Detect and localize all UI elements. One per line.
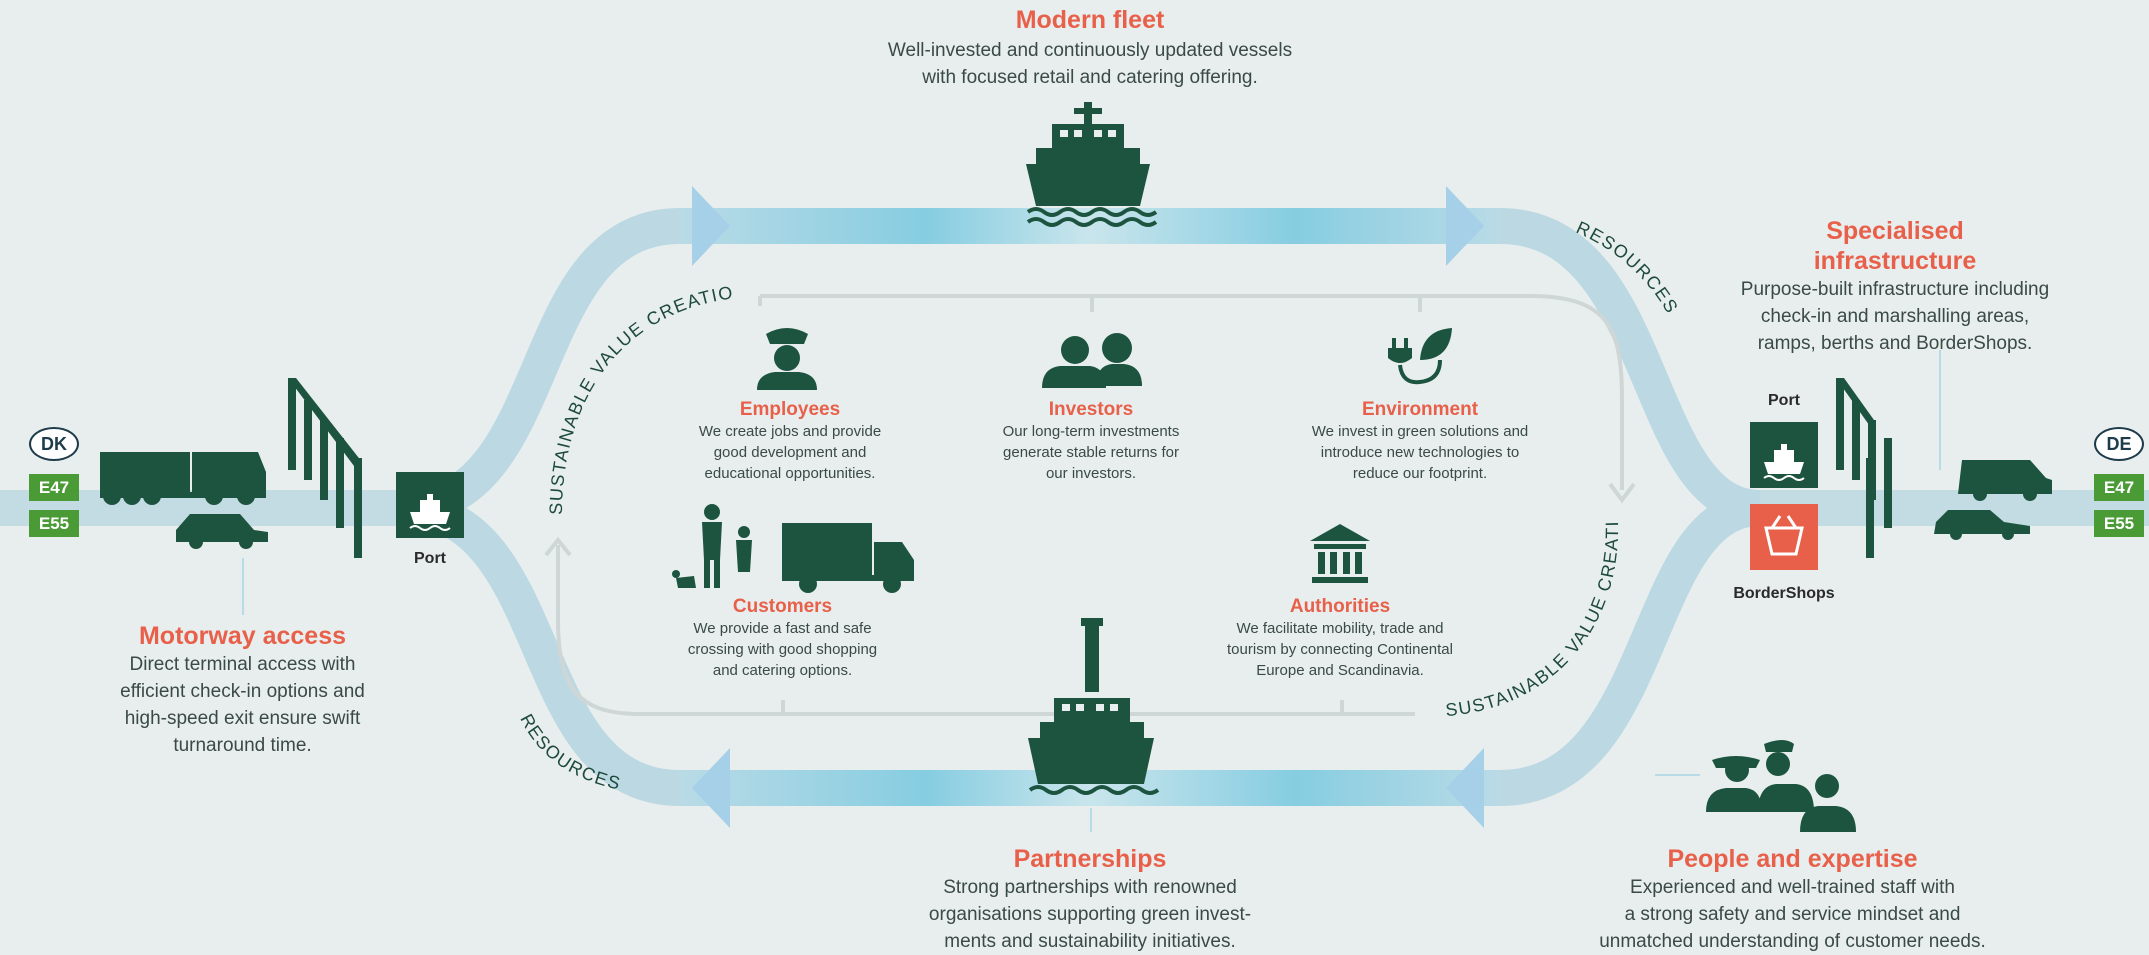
specialised-title-2: infrastructure	[1813, 247, 1977, 275]
environment-block: Environment We invest in green solutions…	[1270, 399, 1570, 484]
investors-desc-1: Our long-term investments	[1002, 423, 1180, 440]
road-tag-e55-right: E55	[2094, 510, 2144, 537]
barrier-gate-icon	[288, 378, 362, 558]
port-ship-icon	[1750, 422, 1818, 488]
customers-block: Customers We provide a fast and safe cro…	[655, 596, 910, 681]
plug-leaf-icon	[1388, 328, 1452, 385]
ship-icon	[1026, 102, 1158, 227]
partnerships-block: Partnerships Strong partnerships with re…	[870, 845, 1310, 955]
environment-desc-3: reduce our footprint.	[1352, 465, 1488, 482]
authorities-desc-3: Europe and Scandinavia.	[1256, 662, 1424, 679]
specialised-infrastructure-block: Specialised infrastructure Purpose-built…	[1700, 216, 2090, 357]
employees-title: Employees	[739, 399, 841, 420]
inner-cycle-arrow-up	[544, 536, 572, 557]
port-label-right: Port	[1768, 392, 1800, 409]
motorway-title: Motorway access	[138, 622, 347, 650]
investors-desc-3: our investors.	[1045, 465, 1137, 482]
flow-arrow	[1446, 748, 1484, 828]
modern-fleet-title: Modern fleet	[1015, 6, 1165, 34]
partnerships-desc-3: ments and sustainability initiatives.	[944, 931, 1236, 952]
employees-desc-2: good development and	[713, 444, 867, 461]
motorway-desc-4: turnaround time.	[173, 735, 312, 756]
specialised-desc-2: check-in and marshalling areas,	[1760, 306, 2030, 327]
shopping-basket-icon	[1750, 504, 1818, 570]
inner-cycle-arrow-down	[1608, 482, 1636, 504]
specialised-desc-3: ramps, berths and BorderShops.	[1757, 333, 2033, 354]
partnerships-desc-1: Strong partnerships with renowned	[943, 877, 1237, 898]
investors-title: Investors	[1048, 399, 1134, 420]
authorities-desc-1: We facilitate mobility, trade and	[1236, 620, 1444, 637]
country-badge-de: DE	[2094, 427, 2144, 461]
van-icon	[1958, 460, 2052, 501]
employees-desc-1: We create jobs and provide	[698, 423, 882, 440]
flow-arrow	[1446, 186, 1484, 266]
family-icon	[672, 504, 752, 588]
port-ship-icon	[396, 472, 464, 538]
investors-desc-2: generate stable returns for	[1003, 444, 1179, 461]
investors-block: Investors Our long-term investments gene…	[960, 399, 1222, 484]
customers-desc-3: and catering options.	[712, 662, 853, 679]
people-desc-1: Experienced and well-trained staff with	[1630, 877, 1955, 898]
employees-block: Employees We create jobs and provide goo…	[665, 399, 915, 484]
people-desc-2: a strong safety and service mindset and	[1624, 904, 1961, 925]
inner-cycle-top	[760, 294, 1624, 490]
authorities-block: Authorities We facilitate mobility, trad…	[1190, 596, 1490, 681]
road-tag-e55-left: E55	[29, 510, 79, 537]
car-icon	[176, 514, 268, 549]
people-expertise-block: People and expertise Experienced and wel…	[1545, 845, 2040, 955]
customers-desc-1: We provide a fast and safe	[693, 620, 872, 637]
employees-desc-3: educational opportunities.	[704, 465, 876, 482]
specialised-title-1: Specialised	[1826, 217, 1964, 245]
people-title: People and expertise	[1667, 845, 1918, 873]
inner-cycle-bottom	[556, 545, 1415, 716]
specialised-desc-1: Purpose-built infrastructure including	[1740, 279, 2050, 300]
road-tag-e47-right: E47	[2094, 474, 2144, 501]
modern-fleet-block: Modern fleet Well-invested and continuou…	[860, 6, 1320, 91]
authorities-title: Authorities	[1289, 596, 1391, 617]
flow-arrow	[692, 748, 730, 828]
truck-icon	[782, 523, 914, 593]
environment-desc-1: We invest in green solutions and	[1311, 423, 1529, 440]
partnerships-title: Partnerships	[1013, 845, 1167, 873]
modern-fleet-desc-1: Well-invested and continuously updated v…	[887, 40, 1293, 61]
lorry-icon	[100, 452, 266, 505]
motorway-desc-2: efficient check-in options and	[120, 681, 365, 702]
car-icon	[1934, 510, 2030, 540]
bordershops-label: BorderShops	[1733, 585, 1835, 602]
road-tag-e47-left: E47	[29, 474, 79, 501]
ship-icon	[1028, 618, 1160, 795]
motorway-access-block: Motorway access Direct terminal access w…	[80, 622, 405, 759]
environment-title: Environment	[1361, 399, 1479, 420]
authorities-desc-2: tourism by connecting Continental	[1227, 641, 1453, 658]
country-badge-dk: DK	[29, 427, 79, 461]
customers-desc-2: crossing with good shopping	[687, 641, 878, 658]
motorway-desc-3: high-speed exit ensure swift	[124, 708, 361, 729]
flow-arrow	[692, 186, 730, 266]
staff-group-icon	[1706, 740, 1856, 832]
port-label-left: Port	[414, 550, 446, 567]
modern-fleet-desc-2: with focused retail and catering offerin…	[922, 67, 1258, 88]
barrier-gate-icon	[1836, 378, 1892, 558]
people-desc-3: unmatched understanding of customer need…	[1599, 931, 1986, 952]
customers-title: Customers	[732, 596, 833, 617]
employee-icon	[757, 328, 817, 390]
investors-icon	[1042, 333, 1142, 388]
partnerships-desc-2: organisations supporting green invest-	[928, 904, 1252, 925]
government-building-icon	[1310, 524, 1370, 583]
motorway-desc-1: Direct terminal access with	[129, 654, 356, 675]
environment-desc-2: introduce new technologies to	[1320, 444, 1520, 461]
